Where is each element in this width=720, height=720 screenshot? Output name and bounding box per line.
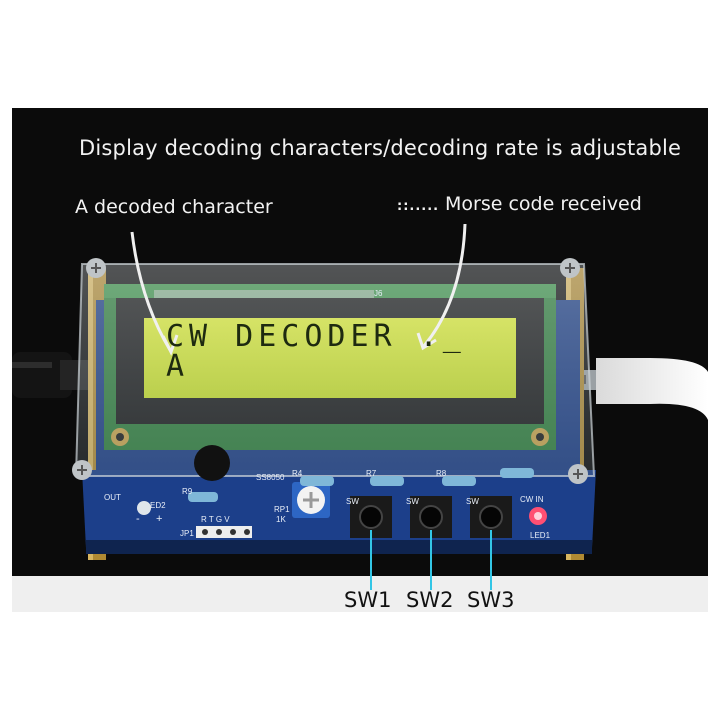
silk-r4: R4 — [292, 469, 303, 478]
morse-received-caption: Morse code received — [445, 193, 642, 215]
silk-r7: R7 — [366, 469, 377, 478]
acrylic-cover — [74, 263, 596, 477]
screws — [72, 258, 588, 484]
silk-r8: R8 — [436, 469, 447, 478]
buzzer — [194, 445, 230, 481]
potentiometer — [292, 482, 330, 518]
silk-led2: ED2 — [150, 501, 166, 510]
lcd-line-1: CW DECODER ._ — [166, 319, 466, 354]
silk-rp1: RP1 — [274, 505, 290, 514]
lcd-line-2: A — [166, 349, 190, 384]
pin-header — [196, 526, 252, 538]
sw1-label: SW1 — [344, 588, 392, 612]
arrowhead-decoded-character — [161, 334, 179, 356]
silk-pins: R T G V — [201, 515, 230, 524]
silk-j6: J6 — [374, 289, 383, 298]
silk-r9: R9 — [182, 487, 193, 496]
sw3-label: SW3 — [467, 588, 515, 612]
silk-rp1-value: 1K — [276, 515, 286, 524]
morse-symbols-caption: ::..... — [397, 199, 440, 214]
silk-plus: + — [156, 513, 162, 525]
decoded-character-caption: A decoded character — [75, 196, 273, 218]
silk-out: OUT — [104, 493, 121, 502]
arrowhead-morse-received — [416, 332, 437, 351]
callout-arrows — [130, 223, 467, 356]
headline-caption: Display decoding characters/decoding rat… — [79, 136, 682, 160]
silk-minus: - — [136, 513, 140, 525]
arrow-morse-received — [422, 223, 467, 347]
led1-glare — [534, 512, 542, 520]
resistors — [188, 468, 534, 502]
silk-ss8050: SS8050 — [256, 473, 285, 482]
label-panel — [12, 576, 708, 612]
silk-jp1: JP1 — [180, 529, 194, 538]
silk-cwin: CW IN — [520, 495, 544, 504]
led2-indicator — [137, 501, 151, 515]
sw2-label: SW2 — [406, 588, 454, 612]
silk-sw3-small: SW — [466, 497, 479, 506]
silk-sw1-small: SW — [346, 497, 359, 506]
silk-sw2-small: SW — [406, 497, 419, 506]
switch-leader-lines — [370, 530, 492, 590]
silk-led1: LED1 — [530, 531, 551, 540]
